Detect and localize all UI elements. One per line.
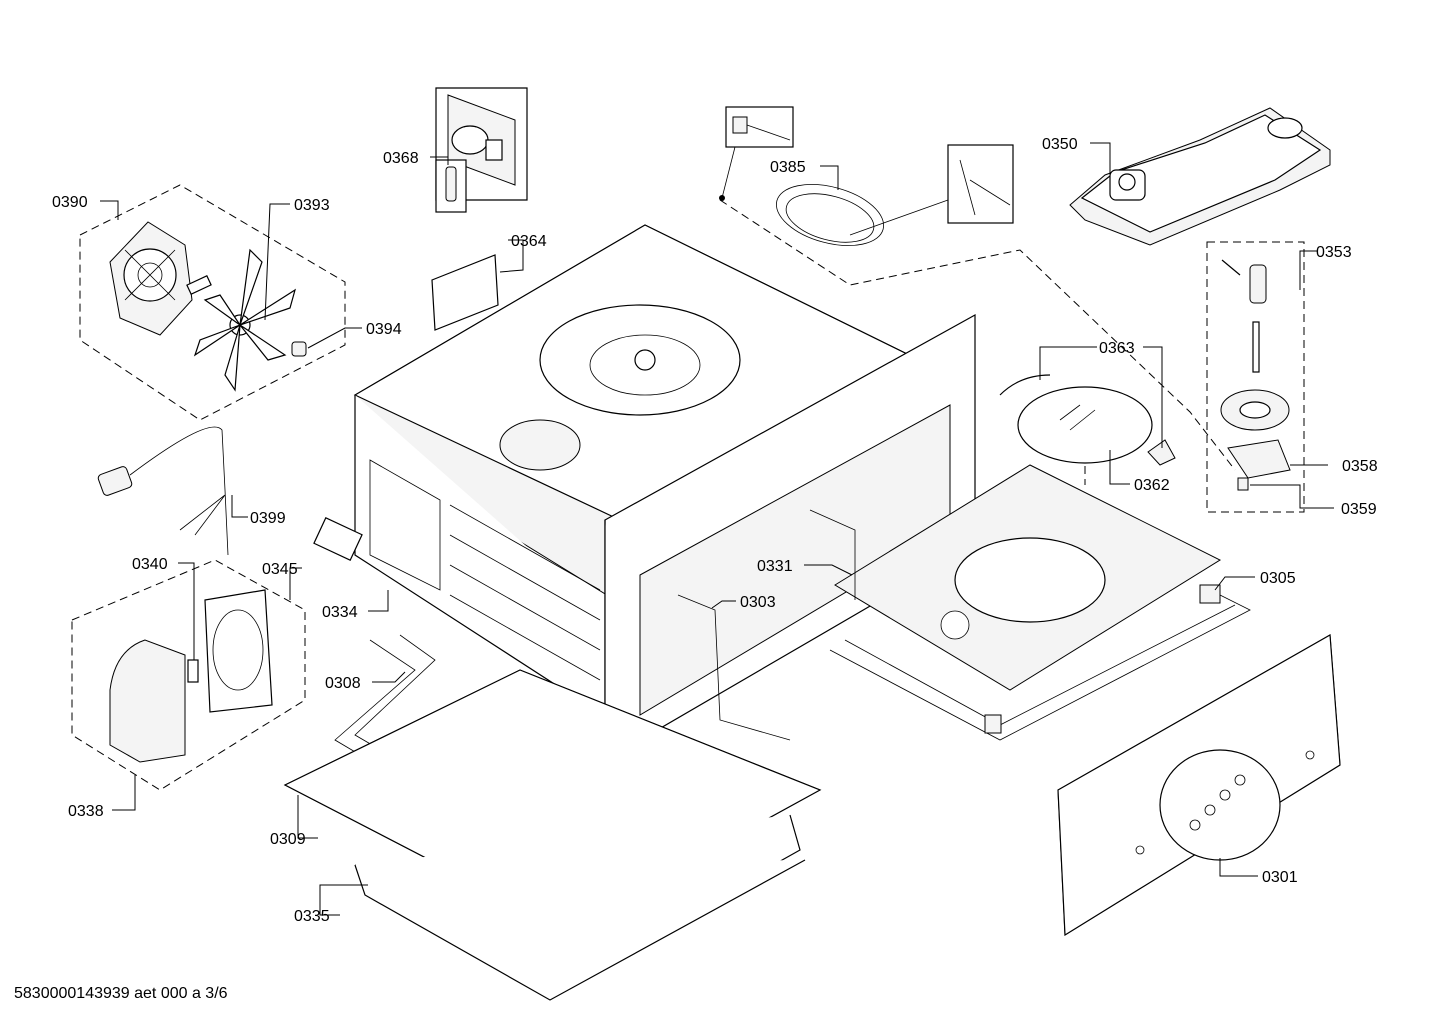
- lamp-housing: [109, 589, 273, 763]
- housing-cover: [1069, 107, 1331, 246]
- group-box-bracket: [1206, 241, 1305, 513]
- callout-0399: 0399: [250, 510, 286, 527]
- callout-0308: 0308: [325, 675, 361, 692]
- sensor-cable: [719, 106, 1014, 246]
- group-box-motor: [79, 184, 346, 421]
- callout-0345: 0345: [262, 561, 298, 578]
- callout-0368: 0368: [383, 150, 419, 167]
- fan-nut: [291, 341, 307, 357]
- fan-shield-plate: [834, 464, 1222, 691]
- callout-0331: 0331: [757, 558, 793, 575]
- bottom-insulation: [354, 814, 806, 1001]
- callout-0338: 0338: [68, 803, 104, 820]
- callout-0390: 0390: [52, 194, 88, 211]
- callout-0364: 0364: [511, 233, 547, 250]
- document-code: 5830000143939 aet 000 a 3/6: [14, 985, 228, 1002]
- callout-0393: 0393: [294, 197, 330, 214]
- callout-0301: 0301: [1262, 869, 1298, 886]
- callout-0335: 0335: [294, 908, 330, 925]
- callout-0358: 0358: [1342, 458, 1378, 475]
- lamp-glass-parts: [999, 374, 1176, 466]
- transformer-board: [435, 87, 528, 213]
- callout-0350: 0350: [1042, 136, 1078, 153]
- callout-labels: 0390 0393 0394 0368 0364 0385 0350 0353 …: [52, 136, 1378, 925]
- leader-lines: [100, 142, 1334, 916]
- callout-0353: 0353: [1316, 244, 1352, 261]
- callout-0303: 0303: [740, 594, 776, 611]
- callout-0394: 0394: [366, 321, 402, 338]
- insulation-card: [431, 254, 499, 331]
- mounting-bracket-parts: [1220, 259, 1291, 491]
- callout-0305: 0305: [1260, 570, 1296, 587]
- oven-cavity: [313, 224, 976, 791]
- callout-0363: 0363: [1099, 340, 1135, 357]
- callout-0309: 0309: [270, 831, 306, 848]
- callout-0334: 0334: [322, 604, 358, 621]
- power-cord: [97, 426, 229, 556]
- callout-0359: 0359: [1341, 501, 1377, 518]
- fan-motor: [109, 221, 212, 336]
- callout-0385: 0385: [770, 159, 806, 176]
- callout-0362: 0362: [1134, 477, 1170, 494]
- callout-0340: 0340: [132, 556, 168, 573]
- rear-panel: [1057, 634, 1341, 937]
- rear-heater-element: [677, 509, 856, 741]
- fan-wheel: [193, 248, 296, 392]
